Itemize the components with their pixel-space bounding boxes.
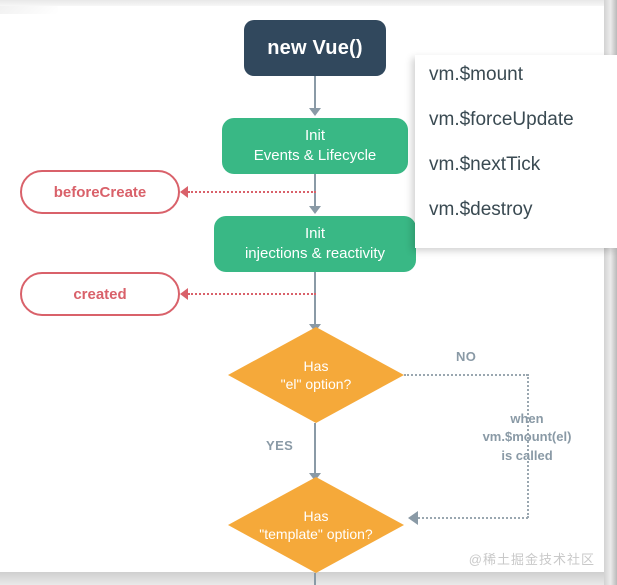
has-template-line1: Has xyxy=(303,507,329,524)
node-decision-has-template: Has "template" option? xyxy=(228,477,404,573)
vm-methods-overlay-panel[interactable]: vm.$mount vm.$forceUpdate vm.$nextTick v… xyxy=(415,55,617,248)
node-init-injections-line2: injections & reactivity xyxy=(244,245,386,262)
overlay-item-vm-force-update[interactable]: vm.$forceUpdate xyxy=(429,109,574,130)
node-init-injections-line1: Init xyxy=(304,225,325,243)
connector-no-into-has-template xyxy=(418,517,528,519)
node-new-vue: new Vue() xyxy=(244,20,386,76)
node-decision-has-template-text: Has "template" option? xyxy=(259,507,372,544)
note-line1: when xyxy=(510,411,544,426)
node-init-injections-reactivity: Init injections & reactivity xyxy=(214,216,416,272)
node-init-events-lifecycle: Init Events & Lifecycle xyxy=(222,118,408,174)
watermark: @稀土掘金技术社区 xyxy=(468,552,595,567)
overlay-item-vm-mount[interactable]: vm.$mount xyxy=(429,64,523,85)
node-hook-created: created xyxy=(20,272,180,316)
connector-init-injections-to-has-el xyxy=(314,272,316,328)
connector-yes-has-el-to-has-template xyxy=(314,423,316,477)
has-el-line1: Has xyxy=(303,357,329,374)
page-top-strip xyxy=(0,0,617,6)
arrow-into-has-template-top xyxy=(309,473,321,481)
node-decision-has-el: Has "el" option? xyxy=(228,327,404,423)
connector-has-template-downstream xyxy=(314,573,316,585)
note-when-vm-mount-called: when vm.$mount(el) is called xyxy=(452,410,602,465)
page-bottom-strip xyxy=(0,572,617,585)
node-hook-before-create: beforeCreate xyxy=(20,170,180,214)
note-line2: vm.$mount(el) xyxy=(482,429,572,445)
arrow-into-init-injections xyxy=(309,206,321,214)
arrow-into-init-events xyxy=(309,108,321,116)
edge-label-yes: YES xyxy=(266,438,294,453)
has-el-line2: "el" option? xyxy=(280,376,352,392)
connector-new-vue-to-init-events xyxy=(314,76,316,110)
connector-no-vertical xyxy=(527,374,529,518)
connector-created-dotted xyxy=(188,293,316,295)
arrow-into-beforecreate xyxy=(180,186,188,198)
connector-no-horizontal xyxy=(404,374,528,376)
node-init-events-line1: Init xyxy=(304,127,325,145)
arrow-into-created xyxy=(180,288,188,300)
edge-label-no: NO xyxy=(456,349,477,364)
has-template-line2: "template" option? xyxy=(259,526,373,542)
overlay-item-vm-next-tick[interactable]: vm.$nextTick xyxy=(429,154,541,175)
node-init-events-line2: Events & Lifecycle xyxy=(253,147,377,164)
overlay-item-vm-destroy[interactable]: vm.$destroy xyxy=(429,199,533,220)
note-line3: is called xyxy=(501,447,553,463)
node-decision-has-el-text: Has "el" option? xyxy=(281,357,352,394)
arrow-into-has-template-right xyxy=(408,511,418,525)
connector-beforecreate-dotted xyxy=(188,191,316,193)
